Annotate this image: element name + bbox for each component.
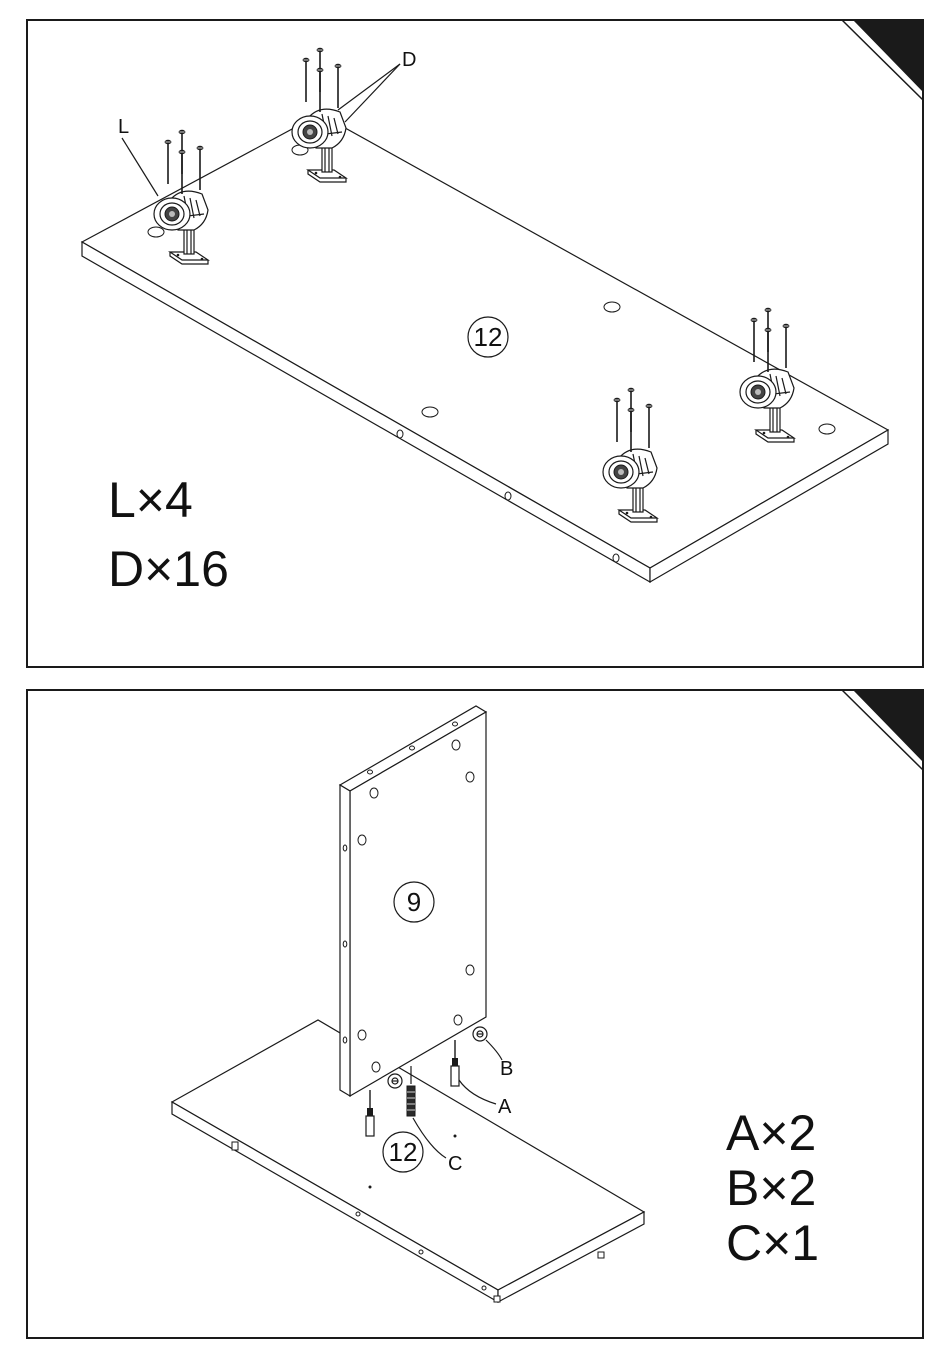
callout-B: B xyxy=(500,1058,513,1080)
step1-panel: 12 L D L×4 D×16 xyxy=(27,20,923,667)
step2-base-number: 12 xyxy=(389,1137,418,1167)
cam-bolt-A-1 xyxy=(451,1040,459,1086)
callout-A: A xyxy=(498,1096,512,1118)
step1-corner-mark xyxy=(853,20,923,92)
callout-D: D xyxy=(402,49,416,71)
qty-A: A×2 xyxy=(726,1105,816,1161)
cam-lock-B-1 xyxy=(473,1027,487,1041)
qty-L: L×4 xyxy=(108,472,193,528)
qty-C: C×1 xyxy=(726,1215,819,1271)
qty-B: B×2 xyxy=(726,1160,816,1216)
step2-corner-mark xyxy=(853,690,923,762)
callout-C: C xyxy=(448,1153,462,1175)
step1-panel-number: 12 xyxy=(474,322,503,352)
step2-upright-number: 9 xyxy=(407,887,421,917)
callout-L: L xyxy=(118,116,129,138)
qty-D: D×16 xyxy=(108,541,229,597)
cam-lock-B-2 xyxy=(388,1074,402,1088)
step2-panel: 12 9 xyxy=(27,690,923,1338)
